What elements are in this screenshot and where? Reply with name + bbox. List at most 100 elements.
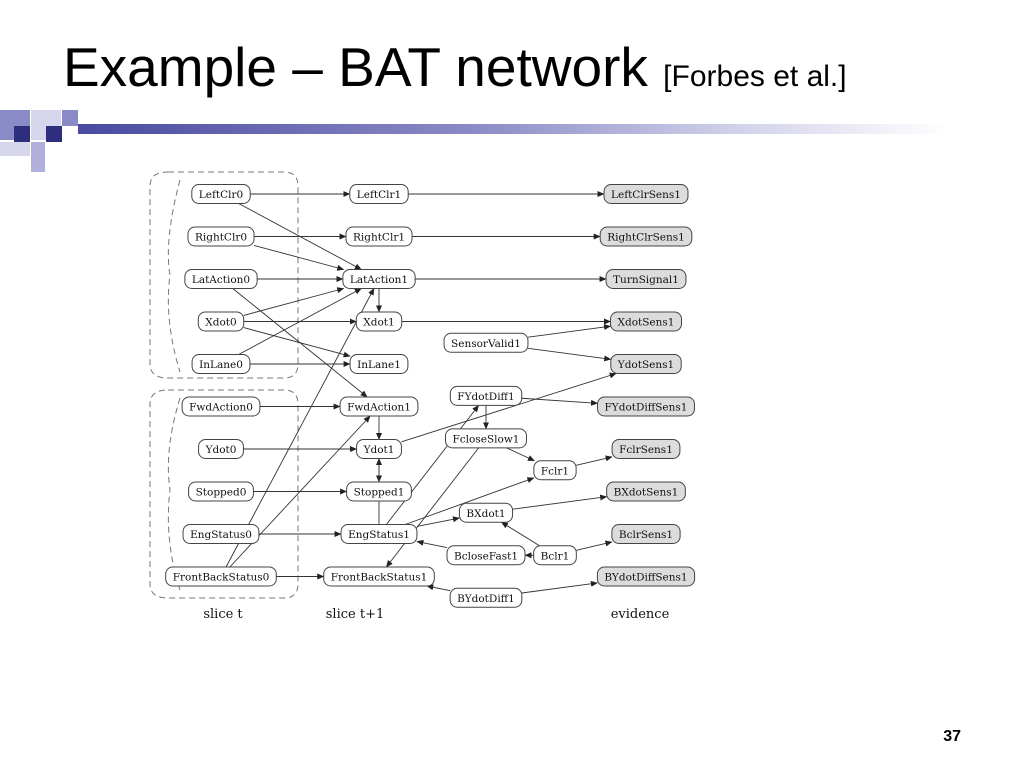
node-fcloseslow1: FcloseSlow1	[445, 428, 527, 449]
node-box	[606, 481, 686, 502]
node-box	[339, 396, 419, 417]
node-lataction1: LatAction1	[342, 269, 416, 289]
node-bydotdiff1: BYdotDiff1	[449, 587, 523, 608]
node-box	[188, 481, 254, 502]
node-label: InLane0	[199, 359, 243, 371]
node-label: FrontBackStatus1	[331, 572, 428, 584]
node-label: BclrSens1	[619, 529, 673, 541]
slide-title: Example – BAT network [Forbes et al.]	[63, 34, 847, 110]
node-label: FYdotDiff1	[457, 391, 514, 403]
node-box	[191, 354, 251, 374]
node-box	[596, 566, 696, 587]
node-label: Ydot1	[363, 444, 395, 456]
edge-bydotdiff1-to-frontbackstatus1	[426, 584, 451, 592]
node-fclr1: Fclr1	[533, 460, 577, 481]
node-box	[603, 184, 689, 204]
node-box	[182, 524, 260, 544]
node-label: FcloseSlow1	[453, 433, 520, 445]
node-box	[446, 545, 526, 566]
node-label: LatAction0	[192, 274, 250, 286]
node-box	[191, 184, 251, 204]
title-underline-bar	[78, 124, 948, 134]
node-label: Stopped0	[196, 487, 247, 499]
edge-bxdot1-to-bxdotsens1	[512, 494, 608, 510]
caption-slice-t1: slice t+1	[326, 607, 384, 622]
node-bxdotsens1: BXdotSens1	[606, 481, 686, 502]
edge-fcloseslow1-to-fclr1	[506, 447, 535, 462]
node-box	[323, 566, 435, 587]
node-box	[458, 502, 514, 523]
node-bclrsens1: BclrSens1	[611, 524, 681, 544]
edge-engstatus1-to-bxdot1	[416, 516, 460, 527]
node-box	[340, 524, 418, 544]
node-box	[181, 396, 261, 417]
node-bydotdiffsens1: BYdotDiffSens1	[596, 566, 696, 587]
node-box	[449, 587, 523, 608]
node-label: RightClr1	[353, 232, 405, 244]
title-citation: [Forbes et al.]	[663, 60, 847, 93]
edge-ydot1-to-ydotsens1	[401, 372, 617, 443]
slice-t-lower-bracket	[149, 389, 299, 599]
node-label: BXdotSens1	[614, 487, 679, 499]
node-box	[197, 311, 245, 332]
node-leftclrsens1: LeftClrSens1	[603, 184, 689, 204]
node-box	[349, 354, 409, 374]
node-sensorvalid1: SensorValid1	[443, 332, 529, 353]
node-label: EngStatus0	[190, 529, 252, 541]
node-label: XdotSens1	[618, 317, 675, 329]
node-box	[599, 226, 693, 247]
node-box	[184, 269, 258, 289]
node-label: Xdot1	[363, 317, 394, 329]
node-label: SensorValid1	[451, 338, 521, 350]
edge-layer	[225, 191, 617, 594]
node-label: LatAction1	[350, 274, 408, 286]
node-label: LeftClrSens1	[611, 189, 681, 201]
edge-fydotdiff1-to-fydotdiffsens1	[521, 397, 599, 406]
node-fydotdiff1: FYdotDiff1	[449, 385, 523, 406]
node-box	[345, 226, 413, 247]
node-fclrsens1: FclrSens1	[611, 439, 681, 459]
slice-t-group-frames	[149, 171, 299, 599]
node-label: FclrSens1	[619, 444, 673, 456]
node-label: RightClr0	[195, 232, 247, 244]
node-box	[533, 460, 577, 481]
edge-engstatus1-to-fydotdiff1	[386, 404, 479, 525]
node-xdot1: Xdot1	[355, 311, 403, 332]
node-box	[597, 396, 695, 417]
node-label: LeftClr1	[357, 189, 401, 201]
node-box	[198, 439, 244, 459]
page-number: 37	[943, 728, 961, 745]
node-label: BXdot1	[466, 508, 505, 520]
node-label: TurnSignal1	[613, 274, 679, 286]
edge-bclr1-to-bclrsens1	[576, 540, 613, 551]
node-box	[165, 566, 277, 587]
node-xdot0: Xdot0	[197, 311, 245, 332]
node-bclr1: Bclr1	[533, 545, 577, 566]
node-frontbackstatus0: FrontBackStatus0	[165, 566, 277, 587]
node-xdotsens1: XdotSens1	[610, 311, 682, 332]
node-label: Xdot0	[205, 317, 236, 329]
node-fydotdiffsens1: FYdotDiffSens1	[597, 396, 695, 417]
node-label: Fclr1	[541, 465, 569, 477]
node-box	[349, 184, 409, 204]
node-box	[342, 269, 416, 289]
node-label: RightClrSens1	[607, 232, 685, 244]
node-box	[611, 524, 681, 544]
node-label: BYdotDiffSens1	[604, 572, 687, 584]
node-stopped1: Stopped1	[346, 481, 412, 502]
node-box	[445, 428, 527, 449]
node-box	[610, 311, 682, 332]
node-label: FYdotDiffSens1	[605, 402, 688, 414]
node-box	[449, 385, 523, 406]
slice-t-upper-bracket	[149, 171, 299, 379]
edge-fcloseslow1-to-frontbackstatus1	[386, 447, 479, 568]
node-box	[610, 354, 682, 374]
node-ydotsens1: YdotSens1	[610, 354, 682, 374]
node-leftclr1: LeftClr1	[349, 184, 409, 204]
node-box	[187, 226, 255, 247]
node-bxdot1: BXdot1	[458, 502, 514, 523]
node-engstatus0: EngStatus0	[182, 524, 260, 544]
node-lataction0: LatAction0	[184, 269, 258, 289]
node-label: Bclr1	[541, 550, 570, 562]
